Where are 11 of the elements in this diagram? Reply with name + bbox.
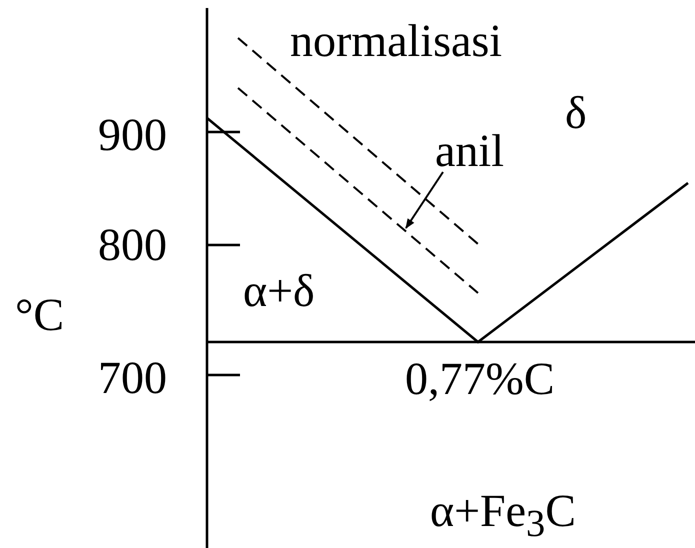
axis-tick-label: 700: [98, 355, 167, 401]
composition-label: 0,77%C: [405, 356, 554, 402]
phase-label: δ: [565, 90, 587, 136]
axis-tick-label: 900: [98, 112, 167, 158]
axis-label: °C: [15, 292, 64, 338]
annotation-text: anil: [435, 128, 504, 174]
phase-label: α+δ: [243, 268, 315, 314]
phase-label: normalisasi: [290, 18, 502, 64]
leader-arrow: [405, 171, 444, 229]
phase-label: α+Fe$_{3}$C: [430, 488, 576, 548]
axis-tick-label: 800: [98, 222, 167, 268]
